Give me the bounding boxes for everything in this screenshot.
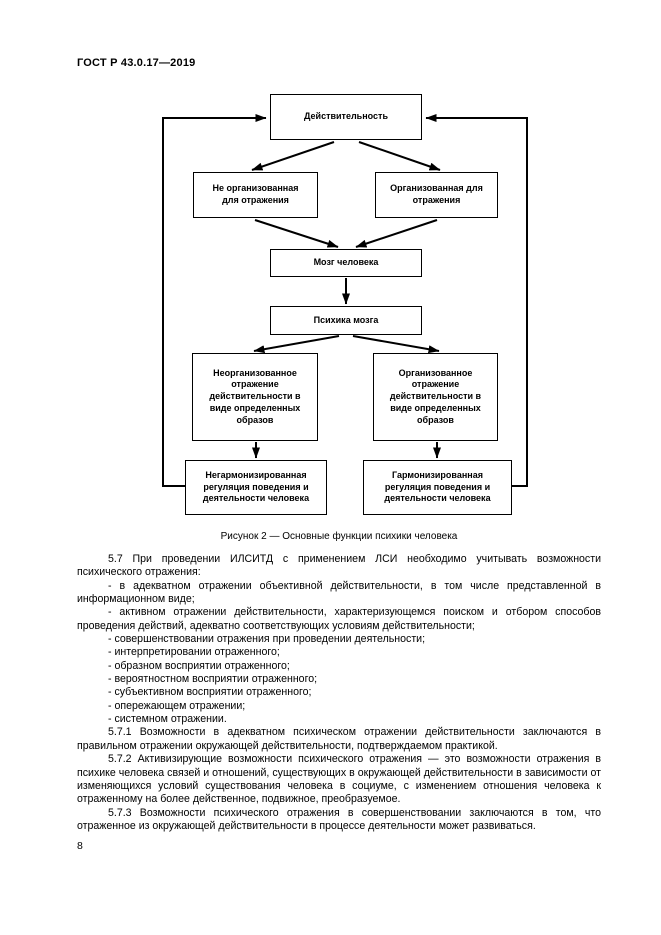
flowchart-box-organized: Организованная для отражения bbox=[375, 172, 498, 218]
arrow-reality-to-notorganized bbox=[251, 141, 335, 171]
clause-5-7-3: 5.7.3 Возможности психического отражения… bbox=[77, 806, 601, 832]
list-item-8: - опережающем отражении; bbox=[108, 699, 246, 712]
list-item-1: - в адекватном отражении объективной дей… bbox=[77, 579, 601, 606]
clause-5-7-1: 5.7.1 Возможности в адекватном психическ… bbox=[77, 726, 601, 752]
flowchart-box-organized-reflection: Организованное отражение действительност… bbox=[373, 353, 498, 441]
list-item-7: - субъективном восприятии отраженного; bbox=[108, 686, 312, 699]
list-item-2: - активном отражении действительности, х… bbox=[77, 606, 601, 632]
arrow-notorganized-to-brain bbox=[254, 219, 339, 248]
arrow-psyche-to-unorganized-reflection bbox=[253, 335, 340, 354]
arrow-organized-to-brain bbox=[355, 219, 438, 248]
list-item-4: - интерпретировании отраженного; bbox=[108, 646, 280, 659]
feedback-loop-left bbox=[162, 114, 267, 487]
flowchart-box-psyche: Психика мозга bbox=[270, 306, 422, 335]
flowchart-box-nonharmonized-regulation: Негармонизированная регуляция поведения … bbox=[185, 460, 327, 515]
feedback-loop-right bbox=[425, 114, 528, 487]
flowchart-box-brain: Мозг человека bbox=[270, 249, 422, 277]
document-header: ГОСТ Р 43.0.17—2019 bbox=[77, 57, 196, 69]
figure-caption: Рисунок 2 — Основные функции психики чел… bbox=[220, 531, 458, 542]
arrow-psyche-to-organized-reflection bbox=[352, 335, 440, 354]
arrow-reality-to-organized bbox=[358, 141, 441, 171]
flowchart-box-harmonized-regulation: Гармонизированная регуляция поведения и … bbox=[363, 460, 512, 515]
list-item-3: - совершенствовании отражения при провед… bbox=[108, 633, 426, 646]
flowchart-box-unorganized-reflection: Неорганизованное отражение действительно… bbox=[192, 353, 318, 441]
flowchart-box-reality: Действительность bbox=[270, 94, 422, 140]
body-text: 5.7 При проведении ИЛСИТД с применением … bbox=[77, 553, 601, 833]
clause-5-7-2: 5.7.2 Активизирующие возможности психиче… bbox=[77, 753, 601, 806]
page-number: 8 bbox=[77, 840, 83, 852]
list-item-9: - системном отражении. bbox=[108, 713, 227, 726]
clause-5-7: 5.7 При проведении ИЛСИТД с применением … bbox=[77, 553, 601, 579]
list-item-6: - вероятностном восприятии отраженного; bbox=[108, 673, 318, 686]
list-item-5: - образном восприятии отраженного; bbox=[108, 659, 290, 672]
flowchart-box-not-organized: Не организованная для отражения bbox=[193, 172, 318, 218]
